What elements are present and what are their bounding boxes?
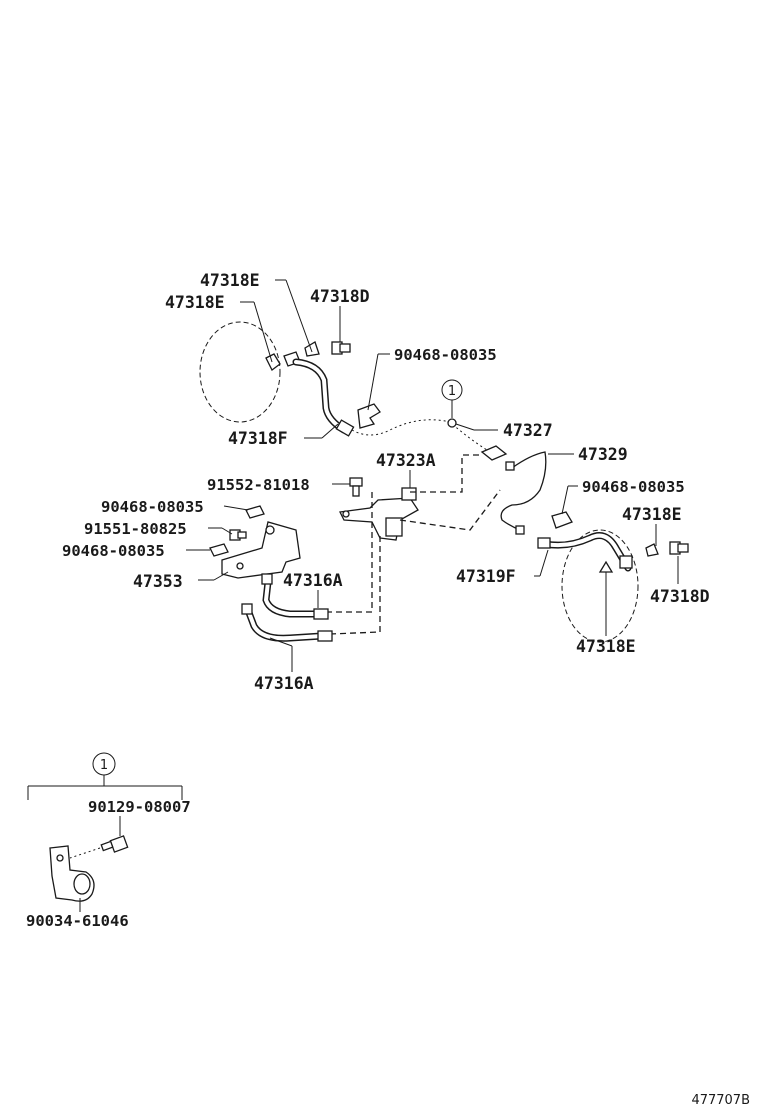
label-47318F-a: 47318F [228,429,288,448]
kit-callout-number: 1 [100,758,108,773]
label-47323A: 47323A [376,451,436,470]
label-47318E-d: 47318E [576,637,636,656]
brake-tube-47319F [537,532,633,572]
label-47318D-a: 47318D [310,287,370,306]
label-90468-c: 90468-08035 [62,542,165,560]
bolt-91552-81018 [349,477,363,497]
label-90468-d: 90468-08035 [582,478,685,496]
bolt-47318D-lower [669,541,689,555]
right-brake-disc [561,529,639,643]
leader-lines [186,279,679,672]
label-91552-81018: 91552-81018 [207,476,310,494]
illustration-id: 477707B [691,1093,750,1108]
bracket-47353 [221,521,301,579]
label-47318E-a: 47318E [200,271,260,290]
left-brake-disc [199,321,281,423]
kit-callout: 1 90129-08007 90034-61046 [26,752,191,930]
flex-hose-47316A-upper [261,573,329,620]
label-47329: 47329 [578,445,628,464]
label-47353: 47353 [133,572,183,591]
connector-47327 [480,445,508,461]
junction-bracket-47323A [339,487,419,541]
clip-90468-left-b [209,543,229,557]
label-47327: 47327 [503,421,553,440]
brake-tube-47329 [500,451,547,535]
kit-bracket [49,845,95,902]
clip-47318E-right-upper [645,543,659,557]
label-47319F: 47319F [456,567,516,586]
clip-90468-right [551,511,573,529]
label-47316A-b: 47316A [254,674,314,693]
label-91551-80825: 91551-80825 [84,520,187,538]
label-90468-a: 90468-08035 [394,346,497,364]
flex-hose-47316A-lower [241,603,333,642]
clip-90468-upper [357,403,381,429]
brake-tube-47318F [292,358,355,437]
label-47316A-a: 47316A [283,571,343,590]
kit-bolt [100,835,129,853]
bolt-91551-80825 [229,529,247,541]
clip-47318E-right-lower [598,560,614,573]
bolt-47318D-upper [331,341,351,355]
label-47318E-c: 47318E [622,505,682,524]
clip-90468-left-a [245,505,265,519]
label-47318D-b: 47318D [650,587,710,606]
callout-1-upper: 1 [441,379,463,428]
label-90034-61046: 90034-61046 [26,912,129,930]
label-47318E-b: 47318E [165,293,225,312]
label-90468-b: 90468-08035 [101,498,204,516]
callout-number: 1 [448,384,456,399]
label-90129-08007: 90129-08007 [88,798,191,816]
tube-clip-47318E [304,341,320,357]
